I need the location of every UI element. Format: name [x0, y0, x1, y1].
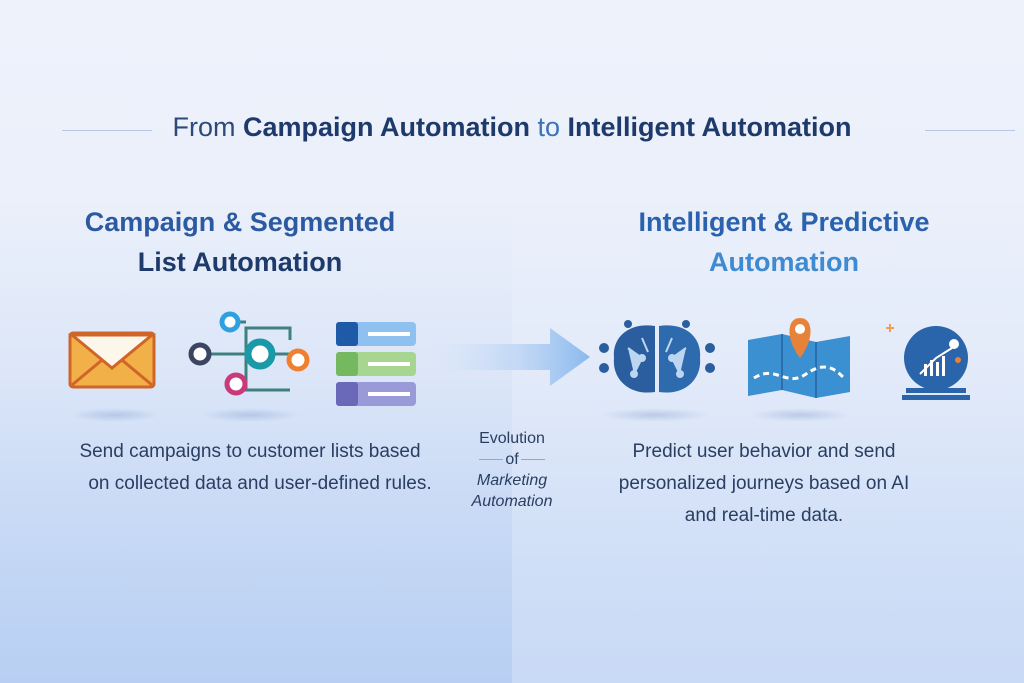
evolution-line4: Automation: [471, 493, 553, 510]
icon-shadow: [600, 408, 710, 422]
left-description: Send campaigns to customer lists based o…: [40, 436, 460, 500]
left-desc-line2: on collected data and user-defined rules…: [88, 473, 432, 494]
ai-brain-icon: [599, 320, 715, 393]
right-desc-line3: and real-time data.: [684, 505, 844, 526]
left-heading-line2: List Automation: [137, 247, 343, 277]
segmented-list-icon: [336, 322, 416, 406]
evolution-line3: Marketing: [476, 472, 548, 489]
evolution-label: Evolution of Marketing Automation: [462, 428, 562, 512]
icon-shadow: [750, 408, 850, 422]
icon-shadow: [70, 408, 160, 422]
crystal-ball-analytics-icon: [886, 324, 970, 400]
title-part2: Intelligent Automation: [567, 112, 852, 142]
title-prefix: From: [172, 112, 236, 142]
left-panel-bg: [0, 200, 512, 683]
workflow-icon: [188, 311, 310, 396]
title-mid: to: [537, 112, 561, 142]
right-heading-line1: Intelligent & Predictive: [638, 207, 930, 237]
title-divider-left: [62, 130, 152, 131]
right-desc-line2: personalized journeys based on AI: [618, 473, 910, 494]
evolution-line1: Evolution: [479, 430, 545, 447]
left-heading: Campaign & Segmented List Automation: [40, 202, 440, 282]
right-description: Predict user behavior and send personali…: [574, 436, 954, 532]
left-heading-line1: Campaign & Segmented: [84, 207, 396, 237]
icon-shadow: [200, 408, 300, 422]
page-title: From Campaign Automation to Intelligent …: [0, 112, 1024, 143]
right-heading: Intelligent & Predictive Automation: [584, 202, 984, 282]
right-heading-line2: Automation: [709, 247, 859, 277]
right-desc-line1: Predict user behavior and send: [632, 441, 896, 462]
title-divider-right: [925, 130, 1015, 131]
journey-map-icon: [748, 318, 850, 398]
left-desc-line1: Send campaigns to customer lists based: [79, 441, 421, 462]
evolution-arrow: [430, 328, 590, 386]
title-part1: Campaign Automation: [242, 112, 530, 142]
right-panel-bg: [512, 200, 1024, 683]
evolution-line2: of: [505, 451, 519, 468]
envelope-icon: [68, 331, 157, 389]
